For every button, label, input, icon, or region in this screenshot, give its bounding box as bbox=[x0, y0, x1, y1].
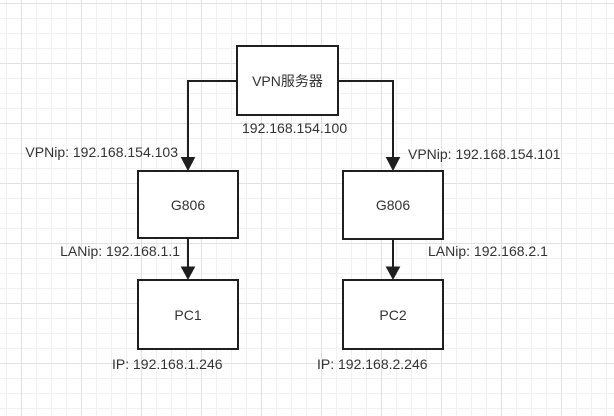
arrowhead-down-icon bbox=[385, 157, 401, 172]
edge-vpn-to-g806-right[interactable] bbox=[338, 80, 401, 172]
g806-right-node[interactable]: G806 bbox=[342, 170, 444, 240]
edge-g806-right-to-pc2[interactable] bbox=[385, 240, 401, 281]
edge-g806-left-to-pc1[interactable] bbox=[180, 239, 196, 281]
vpn-server-label: VPN服务器 bbox=[252, 72, 323, 89]
pc1-node[interactable]: PC1 bbox=[137, 279, 239, 350]
edge-label-lanip-right: LANip: 192.168.2.1 bbox=[428, 243, 548, 259]
edge-label-vpnip-left: VPNip: 192.168.154.103 bbox=[25, 144, 178, 160]
edge-label-vpnip-right: VPNip: 192.168.154.101 bbox=[408, 146, 561, 162]
pc2-node[interactable]: PC2 bbox=[342, 279, 444, 350]
arrowhead-down-icon bbox=[385, 266, 401, 281]
arrowhead-down-icon bbox=[180, 157, 196, 172]
vpn-server-node[interactable]: VPN服务器 bbox=[236, 45, 339, 116]
pc2-ip-label: IP: 192.168.2.246 bbox=[317, 356, 428, 372]
pc2-label: PC2 bbox=[379, 306, 407, 323]
edge-label-lanip-left: LANip: 192.168.1.1 bbox=[60, 243, 180, 259]
g806-right-label: G806 bbox=[375, 197, 411, 213]
arrowhead-down-icon bbox=[180, 266, 196, 281]
g806-left-label: G806 bbox=[170, 196, 206, 213]
pc1-ip-label: IP: 192.168.1.246 bbox=[112, 356, 223, 372]
edge-vpn-to-g806-left[interactable] bbox=[180, 80, 238, 172]
vpn-server-ip-label: 192.168.154.100 bbox=[242, 120, 348, 136]
g806-left-node[interactable]: G806 bbox=[137, 170, 239, 239]
pc1-label: PC1 bbox=[174, 306, 202, 323]
